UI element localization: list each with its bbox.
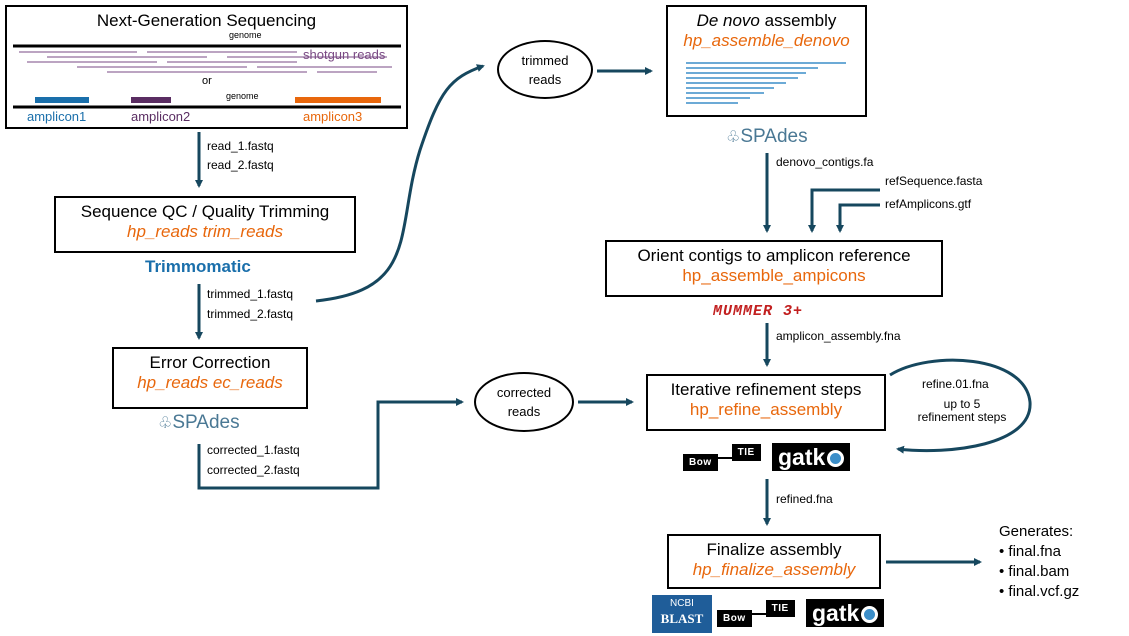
orient-title: Orient contigs to amplicon reference (637, 246, 911, 265)
denovo-title: De novo assembly (668, 11, 865, 31)
gatk-circle-icon (827, 450, 845, 467)
bowtie-connector (717, 456, 732, 459)
gatk-text: gatk (812, 600, 860, 626)
qc-box: Sequence QC / Quality Trimming hp_reads … (54, 196, 356, 253)
trimmomatic-logo: Trimmomatic (145, 257, 251, 276)
or-label: or (202, 75, 212, 87)
ncbi-blast-logo: NCBI BLAST (652, 595, 712, 633)
file-ref-amplicons: refAmplicons.gtf (885, 197, 972, 211)
corrected-reads-oval: corrected reads (474, 372, 574, 432)
bowtie-left: Bow (717, 610, 752, 627)
ngs-title: Next-Generation Sequencing (96, 11, 317, 30)
file-read1: read_1.fastq (207, 139, 274, 153)
generates-title: Generates: (999, 523, 1074, 540)
gatk-text: gatk (778, 444, 826, 470)
trimmed-reads-oval: trimmed reads (497, 40, 593, 99)
orient-box: Orient contigs to amplicon reference hp_… (605, 240, 943, 297)
amplicon3-label: amplicon3 (303, 109, 363, 124)
file-trimmed1: trimmed_1.fastq (207, 287, 294, 301)
ec-tool-name: SPAdes (172, 412, 240, 433)
amplicon1-label: amplicon1 (27, 109, 87, 124)
bowtie-logo-finalize: Bow TIE (717, 600, 795, 627)
generates-panel: Generates: • final.fna • final.bam • fin… (999, 522, 1079, 602)
bowtie-left: Bow (683, 454, 718, 471)
blast-text: BLAST (660, 611, 704, 626)
genome-label-bottom: genome (226, 91, 259, 101)
output-final-bam: final.bam (1008, 563, 1070, 580)
arrow-refsequence (808, 188, 880, 233)
file-refined: refined.fna (776, 492, 833, 506)
gatk-logo-refine: gatk (772, 443, 851, 471)
file-trimmed2: trimmed_2.fastq (207, 307, 294, 321)
file-ref-sequence: refSequence.fasta (885, 174, 983, 188)
qc-command: hp_reads trim_reads (127, 222, 283, 241)
denovo-tool-name: SPAdes (740, 126, 808, 147)
denovo-spades-logo: ♧SPAdes (726, 126, 808, 148)
spades-leaf-icon: ♧ (726, 129, 741, 146)
ec-box: Error Correction hp_reads ec_reads (112, 347, 308, 409)
refine-command: hp_refine_assembly (689, 400, 843, 419)
orient-command: hp_assemble_ampicons (682, 266, 866, 285)
ec-command: hp_reads ec_reads (137, 373, 283, 392)
denovo-title-italic: De novo (696, 11, 760, 30)
bowtie-logo-refine: Bow TIE (683, 444, 761, 471)
qc-title: Sequence QC / Quality Trimming (80, 202, 330, 221)
shotgun-reads-label: shotgun reads (303, 47, 386, 62)
denovo-title-rest: assembly (759, 11, 837, 30)
ec-spades-logo: ♧SPAdes (158, 412, 240, 434)
refine-loop-note: up to 5 refinement steps (917, 397, 1007, 424)
ec-title: Error Correction (149, 353, 271, 372)
file-denovo-contigs: denovo_contigs.fa (776, 155, 874, 169)
output-final-fna: final.fna (1008, 543, 1061, 560)
arrow-trimmed-to-oval (315, 64, 485, 303)
refine-box: Iterative refinement steps hp_refine_ass… (646, 374, 886, 431)
bowtie-connector (751, 612, 766, 615)
amplicon2-label: amplicon2 (131, 109, 191, 124)
arrow-refine-loop (889, 358, 1032, 454)
mummer-logo: MUMMER 3+ (713, 303, 804, 320)
file-amplicon-assembly: amplicon_assembly.fna (776, 329, 901, 343)
file-corrected2: corrected_2.fastq (207, 463, 300, 477)
generates-item: • final.vcf.gz (999, 583, 1080, 600)
spades-leaf-icon: ♧ (158, 415, 173, 432)
refine-title: Iterative refinement steps (670, 380, 862, 399)
denovo-box: De novo assembly hp_assemble_denovo (666, 5, 867, 117)
file-corrected1: corrected_1.fastq (207, 443, 300, 457)
finalize-box: Finalize assembly hp_finalize_assembly (667, 534, 881, 589)
ncbi-text: NCBI (670, 598, 694, 609)
arrow-ec-to-oval (197, 398, 464, 490)
gatk-circle-icon (861, 606, 879, 623)
ngs-box: Next-Generation Sequencing genome shotgu… (5, 5, 408, 129)
bowtie-right: TIE (765, 600, 795, 617)
file-read2: read_2.fastq (207, 158, 274, 172)
bowtie-right: TIE (731, 444, 761, 461)
contigs-illustration (686, 62, 846, 104)
ngs-illustration (13, 44, 401, 109)
gatk-logo-finalize: gatk (806, 599, 885, 627)
output-final-vcf: final.vcf.gz (1008, 583, 1080, 600)
generates-item: • final.fna (999, 543, 1061, 560)
denovo-command: hp_assemble_denovo (683, 31, 850, 50)
genome-label-top: genome (229, 30, 262, 40)
generates-item: • final.bam (999, 563, 1070, 580)
finalize-title: Finalize assembly (706, 540, 842, 559)
arrow-refamplicons (836, 203, 880, 233)
finalize-command: hp_finalize_assembly (692, 560, 856, 579)
file-refine01: refine.01.fna (922, 377, 989, 391)
